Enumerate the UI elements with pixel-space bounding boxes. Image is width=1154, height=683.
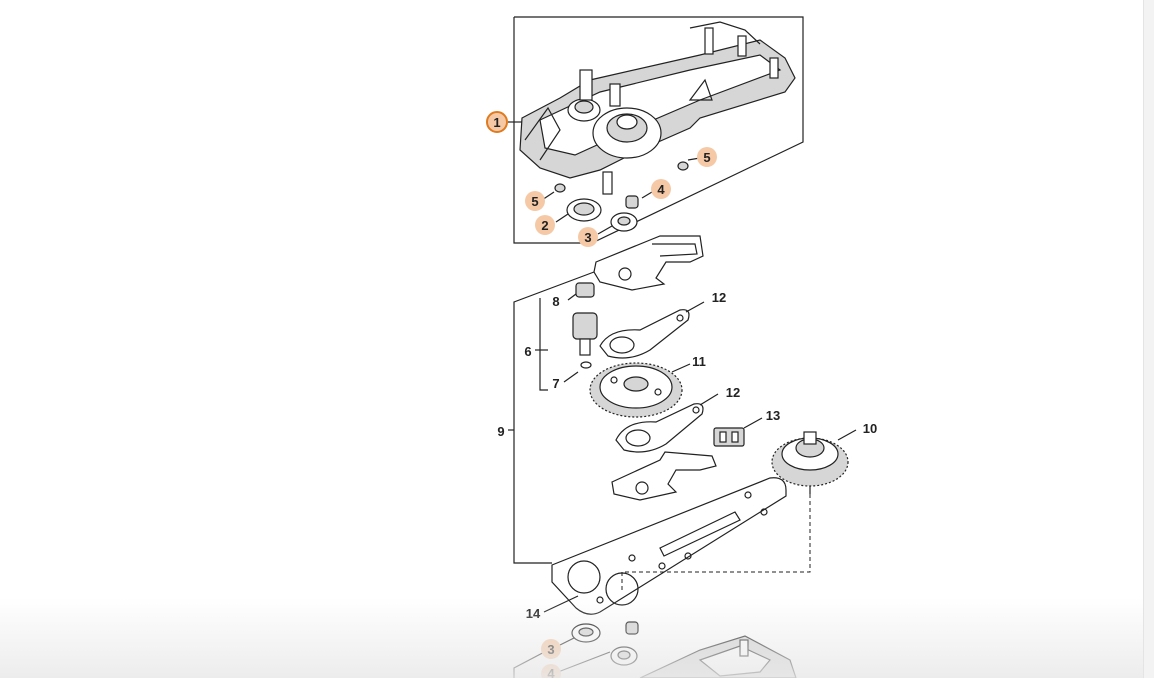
callout-5-b[interactable]: 5 — [697, 147, 717, 167]
callout-4-b[interactable]: 4 — [541, 664, 561, 683]
callout-7[interactable]: 7 — [552, 376, 559, 391]
callout-label-4: 4 — [657, 182, 665, 197]
callout-label-13: 13 — [766, 408, 780, 423]
callout-label-6: 6 — [524, 344, 531, 359]
callout-14[interactable]: 14 — [526, 606, 541, 621]
callout-label-10: 10 — [863, 421, 877, 436]
callout-label-5: 5 — [531, 194, 538, 209]
callout-label-3: 3 — [547, 642, 554, 657]
callout-9[interactable]: 9 — [497, 424, 504, 439]
callout-13[interactable]: 13 — [766, 408, 780, 423]
gear-housing-part — [519, 21, 796, 195]
housing-group-frame — [513, 16, 804, 244]
callout-label-8: 8 — [552, 294, 559, 309]
callout-5-a[interactable]: 5 — [525, 191, 545, 211]
pinion-shaft-assembly — [572, 282, 598, 369]
bottom-housing-part — [639, 635, 797, 679]
callout-8[interactable]: 8 — [552, 294, 559, 309]
callout-12-a[interactable]: 12 — [712, 290, 726, 305]
main-gear — [589, 362, 683, 418]
alignment-dashed-line — [621, 494, 811, 592]
callout-label-2: 2 — [541, 218, 548, 233]
callout-label-3: 3 — [584, 230, 591, 245]
callout-3-b[interactable]: 3 — [541, 639, 561, 659]
callout-1-selected[interactable]: 1 — [486, 111, 508, 133]
callout-10[interactable]: 10 — [863, 421, 877, 436]
callout-label-7: 7 — [552, 376, 559, 391]
callout-label-14: 14 — [526, 606, 541, 621]
connecting-rod-upper — [599, 309, 690, 359]
callout-label-11: 11 — [692, 354, 706, 369]
gasket-part — [551, 477, 787, 615]
scrollbar-edge[interactable] — [1143, 0, 1154, 678]
callout-12-b[interactable]: 12 — [726, 385, 740, 400]
callout-11[interactable]: 11 — [692, 354, 706, 369]
callout-label-5: 5 — [703, 150, 710, 165]
callout-2[interactable]: 2 — [535, 215, 555, 235]
cover-plate-lower — [611, 451, 717, 501]
callout-4-a[interactable]: 4 — [651, 179, 671, 199]
callout-label-1: 1 — [493, 115, 500, 130]
callout-label-12: 12 — [712, 290, 726, 305]
cover-plate-top — [593, 235, 704, 291]
callout-3-a[interactable]: 3 — [578, 227, 598, 247]
callout-label-4: 4 — [547, 666, 555, 678]
gear-wheel-part — [771, 431, 849, 494]
clip-part — [713, 427, 745, 447]
callout-label-9: 9 — [497, 424, 504, 439]
callout-label-12: 12 — [726, 385, 740, 400]
lower-bearings — [571, 621, 639, 666]
lower-group-frame — [513, 271, 595, 564]
bearing-parts-upper — [554, 161, 689, 232]
callout-6[interactable]: 6 — [524, 344, 531, 359]
connecting-rod-lower — [615, 403, 704, 453]
